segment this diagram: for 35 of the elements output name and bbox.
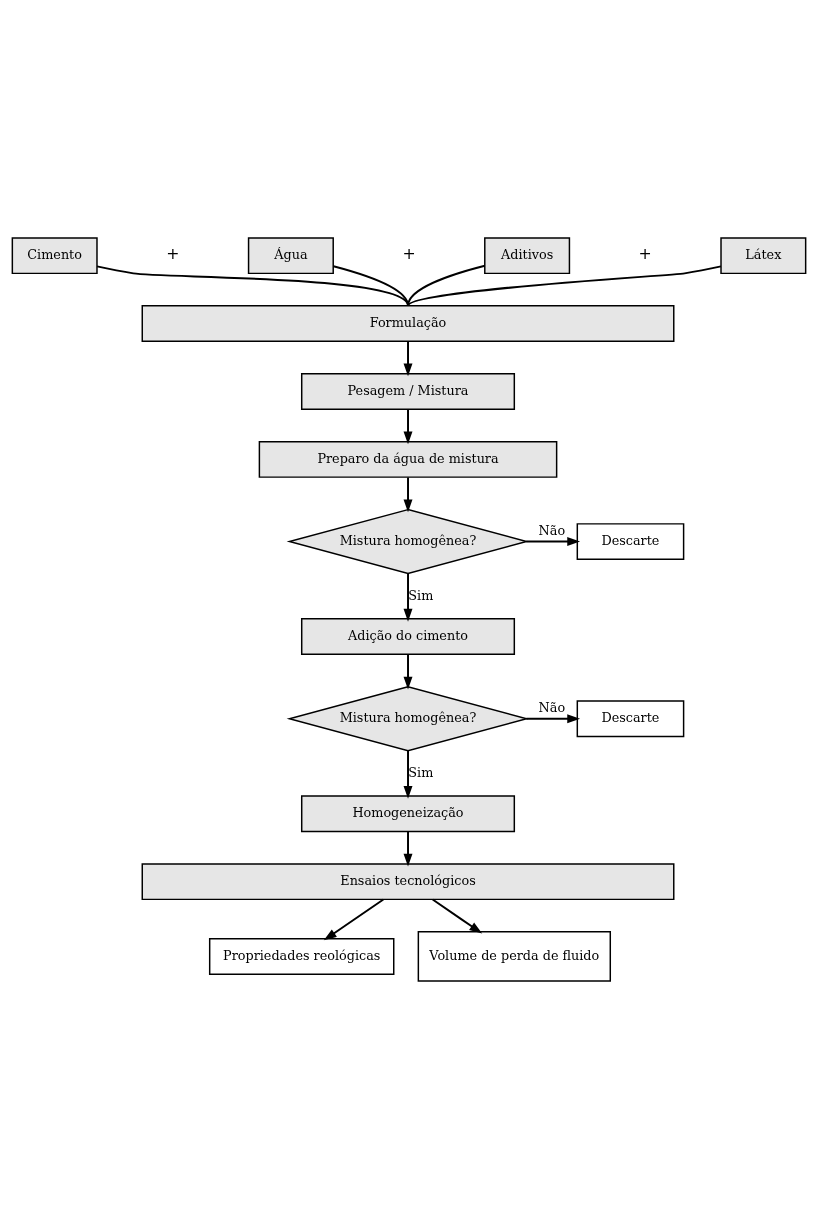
edge-label: Não [538, 699, 566, 715]
node-box: Látex [720, 236, 807, 274]
arrow [403, 340, 413, 376]
arrow [403, 830, 413, 866]
arrow [323, 898, 385, 940]
connector [407, 264, 486, 307]
node-box: Pesagem / Mistura [300, 372, 516, 410]
node-box: Propriedades reológicas [208, 937, 395, 975]
label: + [638, 243, 652, 263]
node-box: Descarte [576, 699, 685, 737]
node-box: Descarte [576, 522, 685, 560]
edge-label: Sim [408, 764, 434, 780]
arrow [403, 475, 413, 512]
arrow [525, 536, 581, 546]
connector [407, 264, 722, 307]
label: + [166, 243, 180, 263]
arrow [403, 653, 413, 689]
node-box: Aditivos [484, 236, 571, 274]
node-box: Homogeneização [300, 794, 516, 832]
arrow [403, 749, 413, 799]
node-box: Cimento [11, 236, 98, 274]
connector [96, 264, 409, 307]
node-box: Água [247, 236, 334, 274]
node-box: Formulação [141, 304, 675, 342]
arrow [431, 898, 483, 933]
label: + [402, 243, 416, 263]
arrow [403, 407, 413, 444]
node-box: Ensaios tecnológicos [141, 862, 675, 900]
arrow [525, 713, 581, 723]
node-box: Volume de perda de fluido [417, 930, 611, 982]
node-box: Preparo da água de mistura [258, 440, 558, 478]
node-box: Adição do cimento [300, 617, 516, 655]
edge-label: Não [538, 522, 566, 538]
arrow [403, 572, 413, 622]
edge-label: Sim [408, 587, 434, 603]
